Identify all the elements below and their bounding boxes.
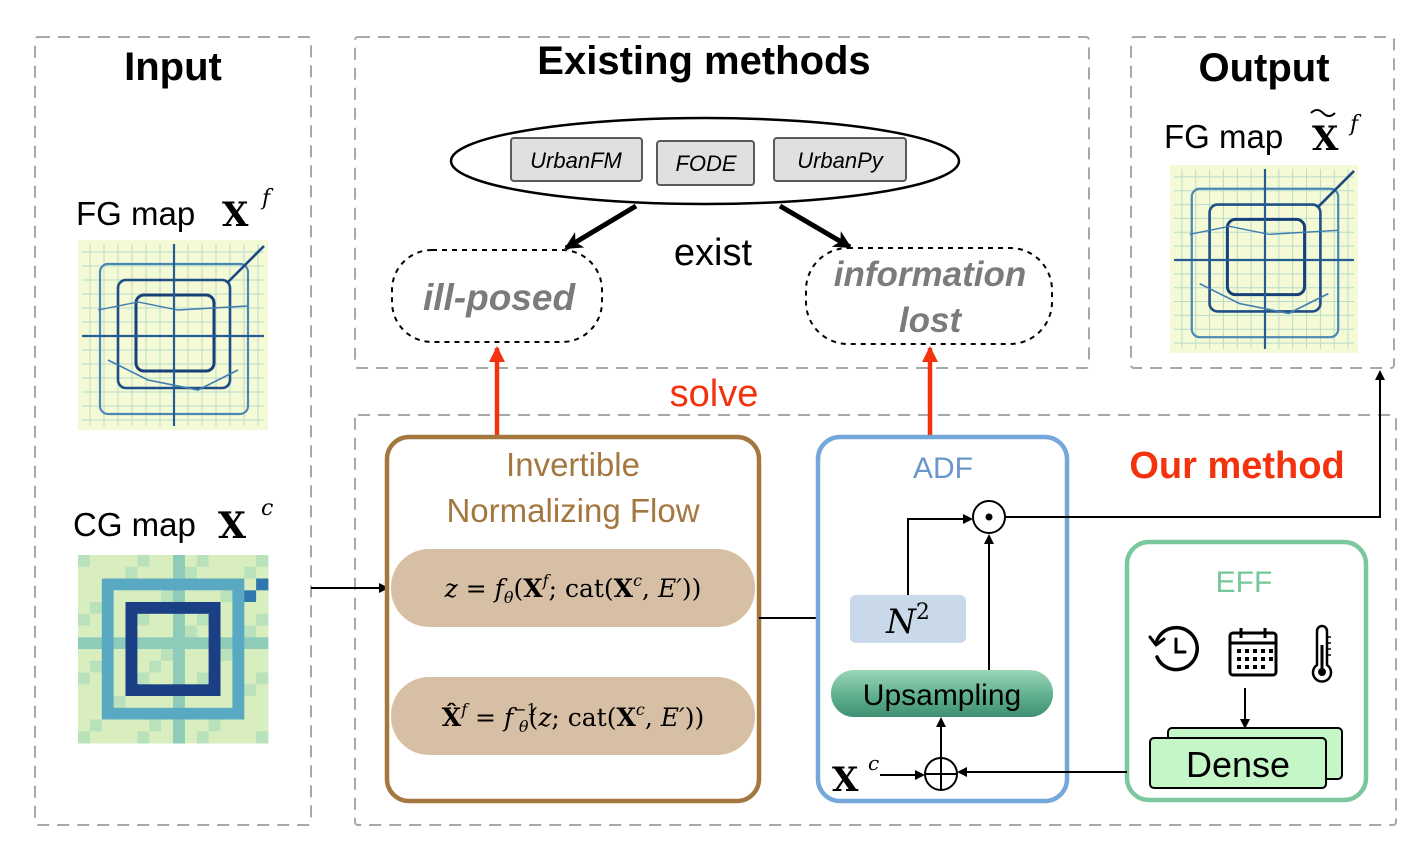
- inf-title-line1: Invertible: [506, 446, 640, 483]
- cg-map-superscript: c: [261, 496, 273, 521]
- svg-text:UrbanFM: UrbanFM: [530, 148, 622, 173]
- existing-methods-panel: [354, 36, 1090, 369]
- our-method-panel: [354, 414, 1397, 826]
- inf-inverse-equation-pill: [391, 677, 755, 755]
- dense-block: [1149, 737, 1327, 789]
- fg-map-symbol: X: [222, 195, 249, 235]
- problem-information-lost-line2: lost: [899, 301, 963, 340]
- output-fg-map-label: FG map: [1164, 118, 1283, 155]
- problem-ill-posed-label: ill-posed: [423, 277, 577, 318]
- output-fg-map-symbol: X: [1312, 119, 1339, 159]
- inf-forward-equation-pill: [391, 549, 755, 627]
- input-title: Input: [124, 45, 222, 89]
- thermometer-icon: [1311, 624, 1333, 683]
- method-chip-urbanfm: UrbanFM: [510, 137, 643, 182]
- svg-text:UrbanPy: UrbanPy: [797, 148, 885, 173]
- solve-label: solve: [670, 373, 759, 415]
- n2-block: [850, 595, 966, 643]
- time-icon: [1148, 625, 1199, 672]
- problem-information-lost: [805, 247, 1053, 345]
- output-fg-map-image: [1170, 165, 1358, 353]
- cg-map-image: [78, 555, 269, 744]
- calendar-icon: [1228, 628, 1278, 677]
- n2-label: N2: [885, 600, 930, 642]
- exist-arrow-right: [778, 203, 852, 250]
- eff-title: EFF: [1216, 566, 1273, 599]
- adf-xc-symbol: X: [832, 760, 859, 800]
- n2-to-product-arrow: [907, 514, 973, 595]
- output-tilde-mark: [1310, 109, 1336, 117]
- upsampling-label: Upsampling: [863, 679, 1021, 712]
- hadamard-dot: [985, 513, 993, 521]
- problem-ill-posed: [391, 249, 603, 343]
- fg-map-label: FG map: [76, 195, 195, 232]
- output-title: Output: [1198, 46, 1329, 90]
- product-to-output-arrow: [1005, 370, 1385, 518]
- inf-forward-equation: z = fθ(Xf; cat(Xc, E′)): [444, 571, 702, 607]
- fg-map-superscript: f: [260, 186, 274, 211]
- output-fg-map-superscript: f: [1348, 112, 1362, 137]
- our-method-label: Our method: [1129, 445, 1344, 487]
- svg-text:FODE: FODE: [675, 151, 736, 176]
- method-chip-urbanpy: UrbanPy: [773, 137, 907, 182]
- adf-title: ADF: [913, 452, 973, 485]
- existing-methods-title: Existing methods: [537, 39, 870, 83]
- problem-information-lost-line1: information: [834, 255, 1026, 294]
- cg-map-label: CG map: [73, 506, 196, 543]
- method-chip-fode: FODE: [656, 140, 755, 186]
- input-panel: [34, 36, 312, 826]
- exist-arrow-left: [564, 203, 638, 251]
- dense-label: Dense: [1186, 744, 1290, 785]
- exist-label: exist: [674, 232, 753, 274]
- fg-map-image: [78, 240, 268, 430]
- inf-title-line2: Normalizing Flow: [446, 492, 699, 529]
- output-panel: [1130, 36, 1395, 369]
- cg-map-symbol: X: [218, 505, 246, 547]
- adf-xc-superscript: c: [868, 751, 879, 775]
- upsampling-block: [831, 670, 1053, 717]
